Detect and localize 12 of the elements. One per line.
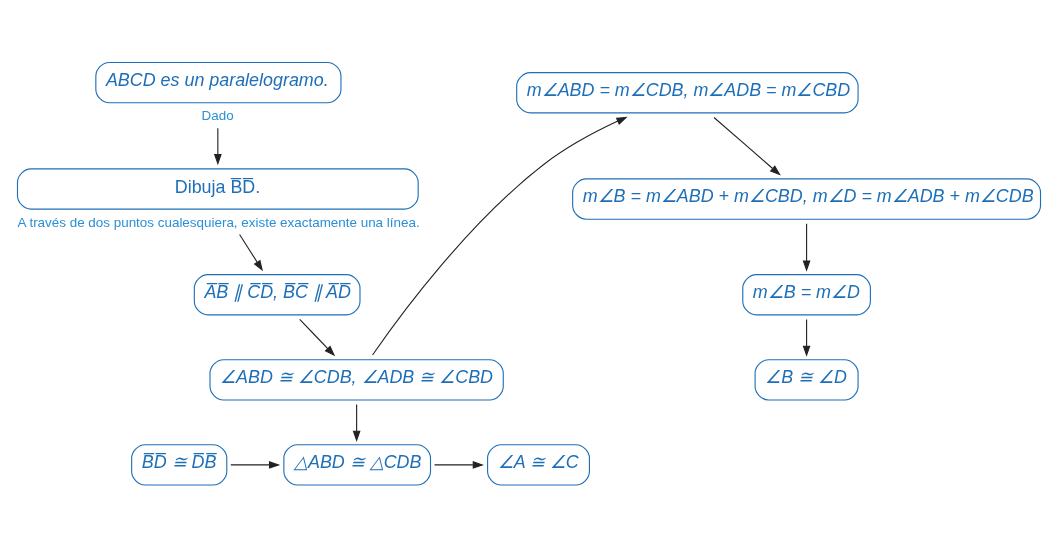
arrow [352, 403, 361, 442]
arrow [299, 318, 336, 356]
node-label: A través de dos puntos cualesquiera, existe exactamente una línea. [17, 214, 420, 230]
arrow [434, 460, 484, 469]
node-label: Dado [201, 107, 234, 123]
arrow [372, 116, 628, 356]
arrow [230, 460, 281, 469]
arrow [802, 222, 811, 272]
arrow [713, 116, 781, 176]
arrow [213, 127, 222, 165]
arrow [239, 233, 263, 271]
arrow [802, 318, 811, 357]
